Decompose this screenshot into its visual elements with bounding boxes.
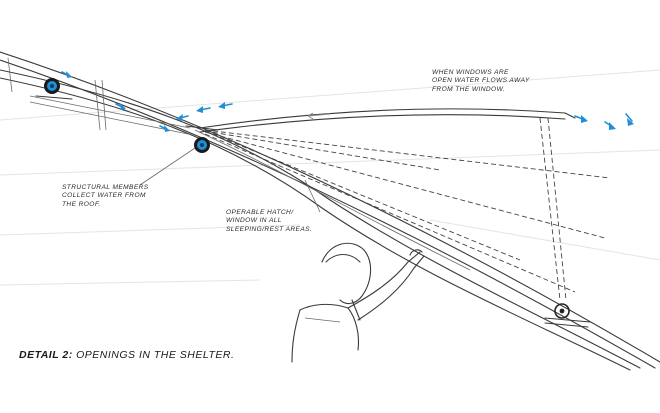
- annotation-line: FROM THE WINDOW.: [432, 85, 506, 93]
- open-hatch-panel: [199, 108, 576, 133]
- annotation-line: WINDOW IN ALL: [226, 217, 282, 225]
- gutter-roller-icon: [35, 78, 219, 153]
- annotation-line: OPERABLE HATCH/: [226, 209, 294, 216]
- hinge-pulley-icon: [544, 303, 591, 328]
- annotation-line: OPEN WATER FLOWS AWAY: [432, 77, 530, 85]
- annotation-line: COLLECT WATER FROM: [62, 192, 146, 200]
- background-construction-lines: [0, 69, 660, 286]
- caption-label: DETAIL 2:: [19, 349, 73, 361]
- hatch-swing-positions: [204, 117, 611, 301]
- annotation-structural-members: STRUCTURAL MEMBERS COLLECT WATER FROM TH…: [62, 184, 149, 209]
- roof-structure: [0, 51, 660, 371]
- annotation-line: WHEN WINDOWS ARE: [432, 69, 509, 76]
- detail-caption: DETAIL 2: OPENINGS IN THE SHELTER.: [19, 349, 234, 361]
- annotation-windows-open: WHEN WINDOWS ARE OPEN WATER FLOWS AWAY F…: [432, 69, 530, 94]
- caption-text: OPENINGS IN THE SHELTER.: [72, 349, 235, 361]
- annotation-line: STRUCTURAL MEMBERS: [62, 184, 149, 191]
- person-figure: [291, 242, 425, 363]
- grey-flow-arrow-icon: [307, 112, 331, 120]
- annotation-operable-hatch: OPERABLE HATCH/ WINDOW IN ALL SLEEPING/R…: [226, 209, 312, 234]
- annotation-line: THE ROOF.: [62, 200, 101, 208]
- annotation-leaders: [139, 147, 321, 213]
- water-flow-arrow-icon: [61, 71, 634, 132]
- annotation-line: SLEEPING/REST AREAS.: [226, 225, 313, 233]
